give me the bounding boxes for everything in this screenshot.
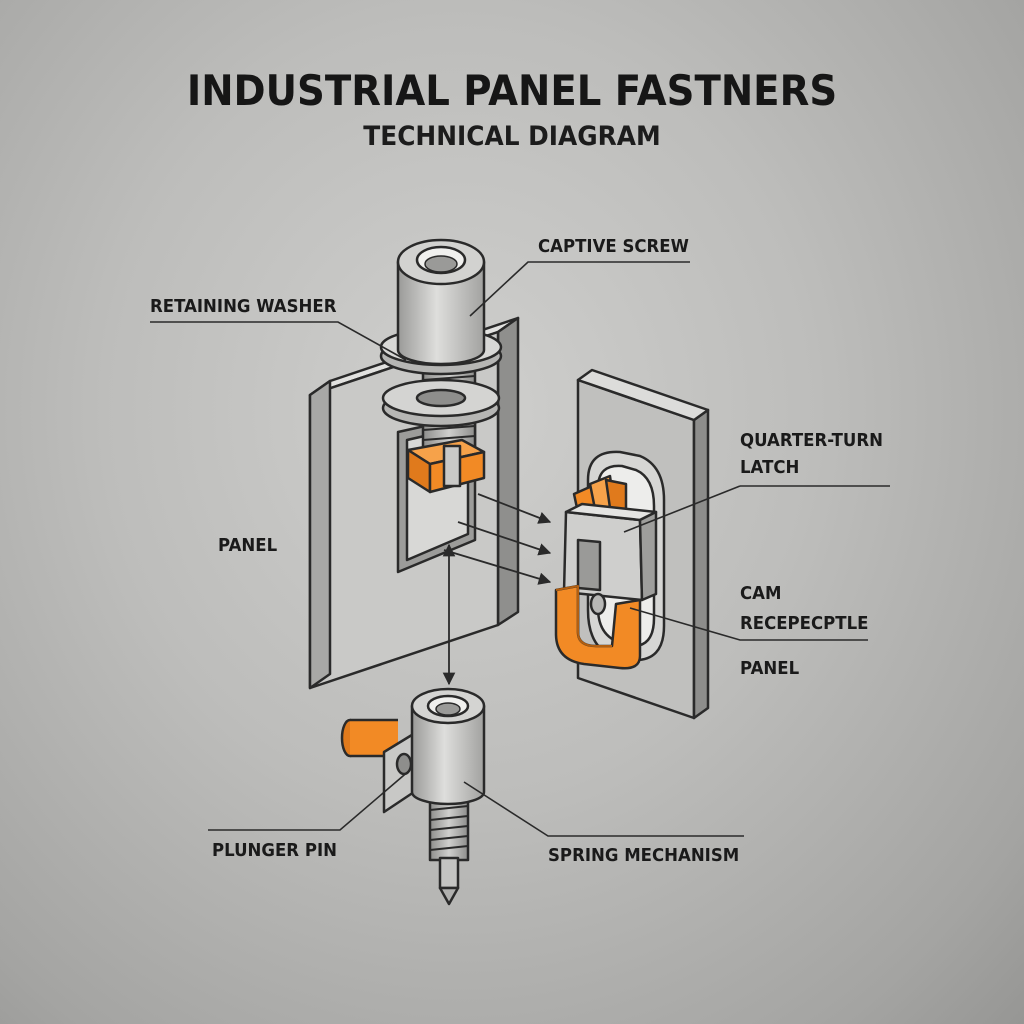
quarter-turn-latch (554, 474, 658, 670)
label-plunger-pin: PLUNGER PIN (212, 840, 337, 861)
label-cam-line1: CAM (740, 583, 782, 604)
label-panel-right: PANEL (740, 658, 800, 679)
label-spring-mechanism: SPRING MECHANISM (548, 845, 740, 866)
leader-lines (150, 261, 890, 837)
label-captive-screw: CAPTIVE SCREW (538, 236, 689, 257)
diagram-subtitle: TECHNICAL DIAGRAM (363, 121, 661, 152)
label-quarter-turn-line1: QUARTER-TURN (740, 430, 884, 451)
diagram-title: INDUSTRIAL PANEL FASTNERS (186, 66, 838, 115)
label-quarter-turn-line2: LATCH (740, 457, 800, 478)
orange-nut (406, 438, 486, 494)
label-panel-left: PANEL (218, 535, 278, 556)
left-panel (308, 316, 520, 690)
assembly-arrows (442, 493, 552, 686)
label-cam-line2: RECEPECPTLE (740, 613, 869, 634)
plunger-assembly (340, 687, 486, 906)
label-retaining-washer: RETAINING WASHER (150, 296, 337, 317)
